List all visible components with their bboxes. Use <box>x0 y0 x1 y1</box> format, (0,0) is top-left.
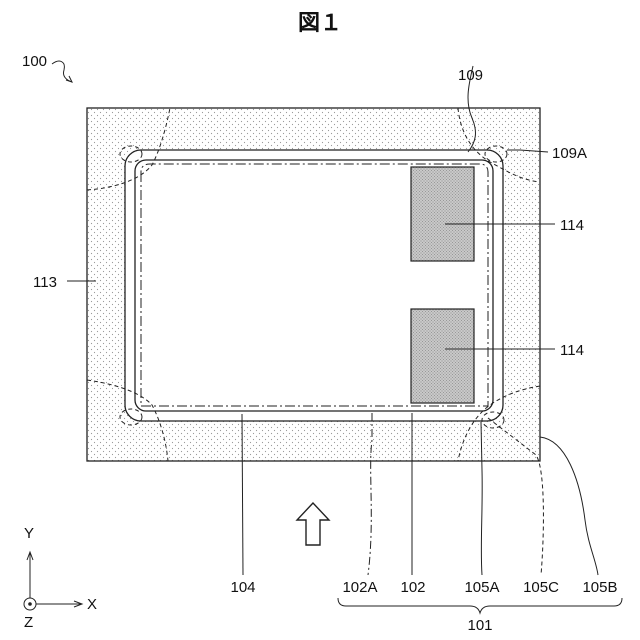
axis-y-label: Y <box>24 525 34 542</box>
pad-114-upper <box>411 167 474 261</box>
axis-x-label: X <box>87 596 97 613</box>
figure-title: 図１ <box>298 11 342 36</box>
label-109A: 109A <box>552 145 587 162</box>
label-101: 101 <box>467 617 492 634</box>
label-109: 109 <box>458 67 483 84</box>
label-105C: 105C <box>523 579 559 596</box>
label-102A: 102A <box>342 579 377 596</box>
device-ref-label: 100 <box>22 53 47 70</box>
label-114-lower: 114 <box>560 342 584 359</box>
label-102: 102 <box>400 579 425 596</box>
coordinate-axes <box>24 552 82 610</box>
device-ref-leader <box>52 61 72 82</box>
view-direction-arrow-icon <box>297 503 329 545</box>
label-105A: 105A <box>464 579 499 596</box>
axis-z-label: Z <box>24 614 33 631</box>
label-105B: 105B <box>582 579 617 596</box>
label-114-upper: 114 <box>560 217 584 234</box>
z-axis-dot-icon <box>28 602 32 606</box>
pad-114-lower <box>411 309 474 403</box>
label-113: 113 <box>33 274 57 291</box>
brace-101 <box>338 598 622 613</box>
label-104: 104 <box>230 579 255 596</box>
